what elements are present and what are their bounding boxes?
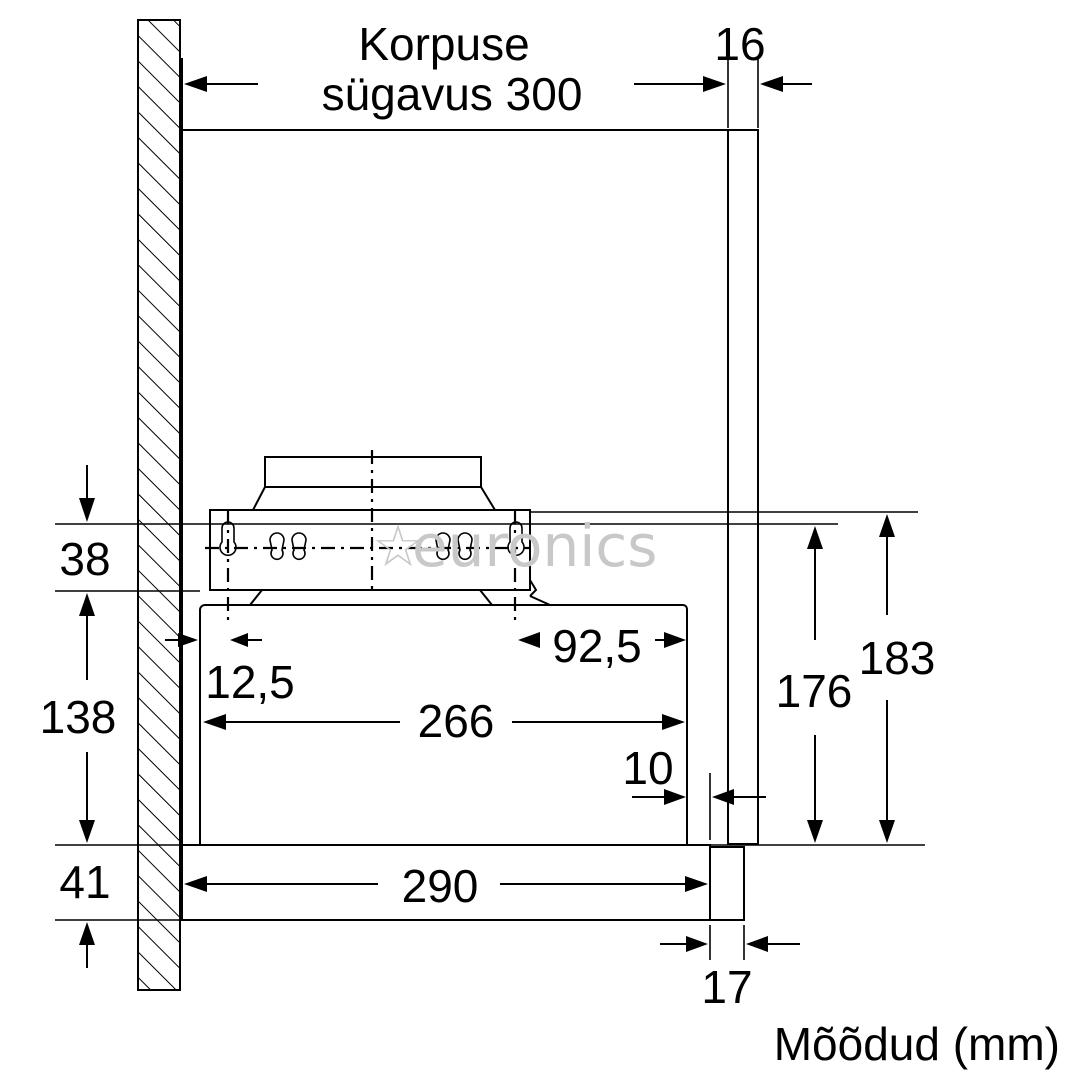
label-10: 10 [622,742,673,794]
label-176: 176 [776,665,853,717]
star-icon: ☆ [372,512,424,580]
label-92-5: 92,5 [552,620,642,672]
label-17: 17 [701,961,752,1013]
extension-lines [55,58,925,960]
units-note: Mõõdud (mm) [774,1018,1060,1070]
wall [137,19,181,991]
label-41: 41 [59,856,110,908]
depth-title-line2: sügavus 300 [322,68,583,120]
watermark: ☆ euronics [372,512,657,580]
label-12-5: 12,5 [205,656,295,708]
fan-housing [205,450,551,620]
label-266: 266 [418,695,495,747]
cabinet-outline [181,58,759,845]
label-138: 138 [40,691,117,743]
watermark-text: euronics [412,512,657,580]
mounting-holes [219,521,525,561]
label-38: 38 [59,533,110,585]
label-290: 290 [402,860,479,912]
label-16: 16 [714,18,765,70]
dimension-arrows [79,76,895,968]
dimension-labels: Korpuse sügavus 300 16 38 138 41 12,5 92… [40,18,1060,1070]
depth-title-line1: Korpuse [358,18,529,70]
label-183: 183 [859,632,936,684]
